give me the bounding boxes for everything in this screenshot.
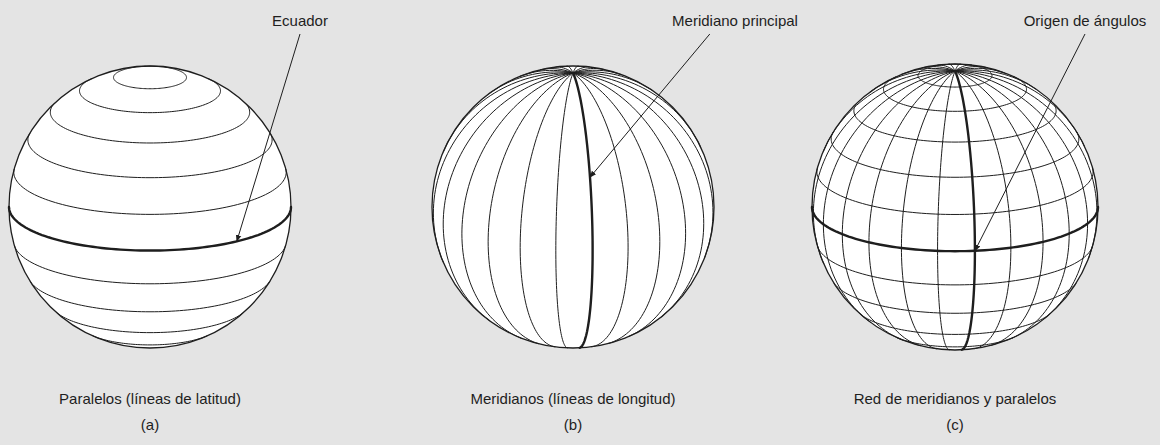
meridian-line [556,73,573,348]
equator-line [9,207,291,251]
parallel-line [93,336,207,345]
callout-label: Meridiano principal [672,12,798,30]
meridian-line [955,65,972,71]
meridian-line [938,71,955,350]
parallel-line [80,79,221,113]
meridian-line [573,73,701,147]
meridian-line [955,64,960,71]
prime-meridian-line [955,71,975,350]
meridian-line [573,66,578,73]
globe-outline [812,64,1098,350]
caption-letter: (c) [946,416,964,434]
parallel-line [854,101,1056,142]
callout-label: Origen de ángulos [1024,12,1147,30]
meridian-line [443,73,573,321]
equator-line [812,207,1098,251]
caption-text: Meridianos (líneas de longitud) [470,390,675,408]
meridian-line [955,71,1084,146]
meridian-line [573,73,713,258]
parallel-line [50,103,249,143]
meridian-line [573,72,653,91]
caption-text: Red de meridianos y paralelos [854,390,1057,408]
parallel-line [31,282,270,312]
parallel-line [918,64,992,87]
callout-label: Ecuador [272,12,328,30]
parallel-line [897,338,1013,347]
leader-arrow [975,34,1085,251]
globe-outline [9,66,291,348]
parallel-line [114,66,187,89]
parallel-line [14,169,286,214]
parallel-line [28,133,272,177]
meridian-line [573,73,660,344]
globe-disc [812,64,1098,350]
parallel-line [818,247,1093,285]
meridian-line [573,67,589,73]
leader-arrow [590,34,710,177]
prime-meridian-line [573,73,593,348]
parallel-line [860,314,1050,335]
meridian-line [869,71,955,346]
caption-text: Paralelos (líneas de latitud) [59,390,241,408]
parallel-line [56,312,243,332]
caption-letter: (b) [564,416,582,434]
meridian-line [955,71,1043,345]
meridian-line [823,71,955,322]
meridian-line [955,70,1036,89]
globe-disc [9,66,291,348]
globe-disc [432,66,714,348]
globe-outline [432,66,714,348]
meridian-line [488,73,573,344]
meridian-line [955,71,1011,349]
leader-arrow [237,34,300,241]
meridian-line [573,73,628,347]
caption-letter: (a) [141,416,159,434]
parallel-line [834,283,1076,313]
meridian-line [901,71,955,349]
parallel-line [817,169,1093,215]
meridian-line [520,73,573,347]
